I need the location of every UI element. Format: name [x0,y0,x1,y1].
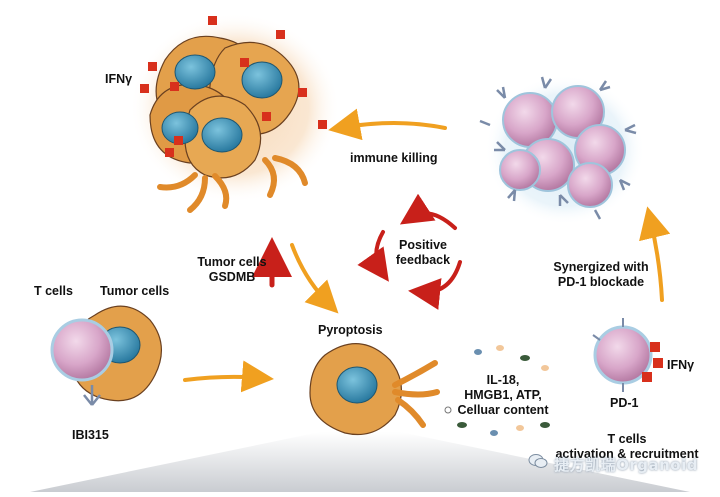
arrow-pyroptosis [290,243,339,314]
wechat-icon [528,454,548,468]
watermark: 捷方凯瑞Organoid [528,454,698,475]
tumor-cells-gsdmb-line1: Tumor cells [197,255,267,269]
t-cell-tumor-pair-icon [50,305,162,406]
activated-t-cell-icon [592,318,663,392]
arrow-feedback-left [357,230,389,282]
t-cell-cluster-icon [479,75,645,225]
pyroptosis-label: Pyroptosis [318,323,383,337]
tcells-activation-line2: activation & recruitment [555,447,699,461]
pd1-label: PD-1 [610,396,639,410]
synergized-line2: PD-1 blockade [557,275,645,289]
tcells-activation-line1: T cells [607,432,647,446]
released-content-label: IL-18, HMGB1, ATP, Celluar content [448,373,558,418]
tumor-cells-label: Tumor cells [100,284,170,298]
ifng-label-top: IFNγ [105,72,133,86]
synergized-line1: Synergized with [553,260,649,274]
ifn-gamma-square-icon [642,342,663,382]
t-cells-label: T cells [34,284,73,298]
tumor-cell-cluster-icon [130,13,340,213]
arrow-feedback-top [399,193,457,230]
watermark-text: 捷方凯瑞Organoid [554,456,698,474]
released-content-line3: Celluar content [457,403,549,417]
antibody-icon [83,385,101,406]
ifng-label-right: IFNγ [667,358,695,372]
tcells-activation-label: T cells activation & recruitment [552,432,702,462]
arrow-immune-killing [328,108,447,141]
pyroptotic-cell-icon [309,343,550,436]
positive-feedback-label: Positive feedback [392,238,454,268]
arrow-feedback-right [408,260,462,310]
immune-killing-label: immune killing [350,151,438,165]
tumor-cells-gsdmb-line2: GSDMB [208,270,256,284]
arrow-synergized [639,206,671,302]
positive-feedback-line2: feedback [395,253,451,267]
released-content-line2: HMGB1, ATP, [464,388,542,402]
synergized-label: Synergized with PD-1 blockade [548,260,654,290]
released-content-line1: IL-18, [486,373,520,387]
ibi315-label: IBI315 [72,428,109,442]
tumor-cells-gsdmb-label: Tumor cells GSDMB [192,255,272,285]
arrow-ibi315-to-pyroptosis [183,360,274,393]
positive-feedback-line1: Positive [399,238,447,252]
arrows [183,108,671,393]
floor-shadow [30,432,690,492]
